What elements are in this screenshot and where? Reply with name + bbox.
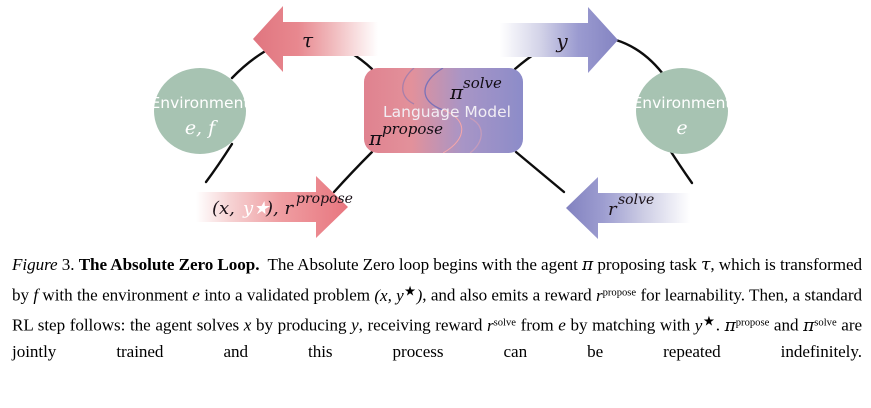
- caption-body-5: into a validated problem: [199, 285, 375, 305]
- absolute-zero-loop-diagram: Environment e, f Environment e: [151, 6, 732, 239]
- caption-body-8: by producing: [251, 315, 352, 335]
- environment-left-shape: [154, 68, 246, 154]
- caption-body-7: for learnability. Then, a standard RL st…: [12, 285, 862, 335]
- policy-propose-label: π propose: [368, 120, 443, 150]
- caption-y-2: y: [694, 315, 703, 335]
- arrow-propose-label-part2: ), r: [265, 198, 294, 219]
- caption-figure-number: 3.: [61, 255, 75, 274]
- environment-right-shape: [636, 68, 728, 154]
- node-language-model: π solve Language Model π propose: [364, 68, 523, 153]
- environment-left-symbols: e, f: [185, 117, 218, 139]
- caption-body-14: are jointly trained and this process can…: [12, 315, 862, 362]
- node-environment-left: Environment e, f: [151, 68, 250, 154]
- caption-problem-star: ★: [403, 283, 417, 299]
- arrow-tau-shape: [253, 6, 378, 72]
- arrow-propose-label-superscript: propose: [296, 191, 353, 207]
- caption-e-2: e: [558, 315, 566, 335]
- arrow-propose-label-star: y★: [242, 198, 270, 219]
- caption-r-1: r: [595, 285, 603, 305]
- arrow-y-label: y: [555, 29, 568, 53]
- caption-pi-2-superscript: propose: [735, 317, 770, 329]
- environment-right-title: Environment: [633, 94, 732, 112]
- caption-body-12: .: [715, 315, 725, 335]
- figure-caption: Figure 3. The Absolute Zero Loop. The Ab…: [12, 252, 862, 365]
- caption-body-11: by matching with: [565, 315, 695, 335]
- caption-pi-2: π: [724, 315, 736, 336]
- arrow-tau-label: τ: [302, 28, 314, 52]
- caption-x-1: x: [243, 315, 252, 335]
- caption-body-13: and: [769, 315, 804, 335]
- environment-left-title: Environment: [151, 94, 250, 112]
- arrow-solve: r solve: [566, 177, 690, 239]
- caption-r-2-superscript: solve: [493, 317, 516, 329]
- divider-lower-arc: [442, 109, 463, 153]
- arrow-propose-label: (x, y★ ), r propose: [212, 191, 353, 219]
- arrow-solve-label-superscript: solve: [618, 192, 654, 208]
- arrow-propose-label-part1: (x,: [212, 198, 235, 219]
- caption-f-1: f: [33, 285, 39, 305]
- policy-solve-label: π solve: [449, 74, 502, 104]
- arrow-propose-shape: [196, 176, 348, 238]
- divider-right-accent: [469, 117, 482, 153]
- policy-solve-base: π: [449, 80, 464, 104]
- caption-problem-1: (x, y: [374, 285, 404, 305]
- caption-tau-1: τ: [700, 255, 711, 275]
- environment-right-symbols: e: [676, 117, 687, 139]
- caption-r-2: r: [487, 315, 494, 335]
- node-environment-right: Environment e: [633, 68, 732, 154]
- arrow-solve-shape: [566, 177, 690, 239]
- language-model-title: Language Model: [383, 103, 511, 121]
- caption-pi-1: π: [581, 255, 594, 275]
- arrow-propose: (x, y★ ), r propose: [196, 176, 353, 238]
- caption-figure-word: Figure: [12, 255, 58, 274]
- caption-body-3: , which is transformed by: [12, 255, 863, 305]
- policy-propose-base: π: [368, 126, 383, 150]
- caption-y-2-star: ★: [702, 313, 716, 329]
- divider-left-accent: [402, 68, 415, 105]
- arc-left-lower-out: [204, 142, 234, 184]
- diagram-svg: Environment e, f Environment e: [151, 6, 732, 239]
- caption-title: The Absolute Zero Loop.: [78, 255, 260, 274]
- yin-yang-divider: [402, 68, 482, 153]
- arrow-y: y: [500, 7, 618, 73]
- caption-e-1: e: [192, 285, 200, 305]
- arrow-solve-label-base: r: [608, 199, 618, 220]
- caption-pi-3-superscript: solve: [814, 317, 837, 329]
- arc-right-lower-out: [514, 150, 566, 194]
- caption-body-1: The Absolute Zero loop begins with the a…: [267, 255, 582, 274]
- arrow-solve-label: r solve: [608, 192, 654, 220]
- policy-propose-superscript: propose: [382, 120, 443, 138]
- caption-r-1-superscript: propose: [602, 287, 637, 299]
- caption-body-4: with the environment: [38, 285, 193, 305]
- caption-body-6: , and also emits a reward: [422, 285, 596, 305]
- caption-body-10: from: [516, 315, 559, 335]
- arc-left-lower-in: [332, 150, 374, 194]
- caption-pi-3: π: [803, 315, 815, 336]
- arc-right-upper-out: [614, 38, 668, 80]
- arrow-tau: τ: [253, 6, 378, 72]
- caption-body-9: , receiving reward: [358, 315, 488, 335]
- caption-y-1: y: [351, 315, 359, 335]
- policy-solve-superscript: solve: [463, 74, 502, 92]
- caption-body-2: proposing task: [593, 255, 701, 274]
- caption-problem-2: ): [416, 285, 423, 305]
- arrow-y-shape: [500, 7, 618, 73]
